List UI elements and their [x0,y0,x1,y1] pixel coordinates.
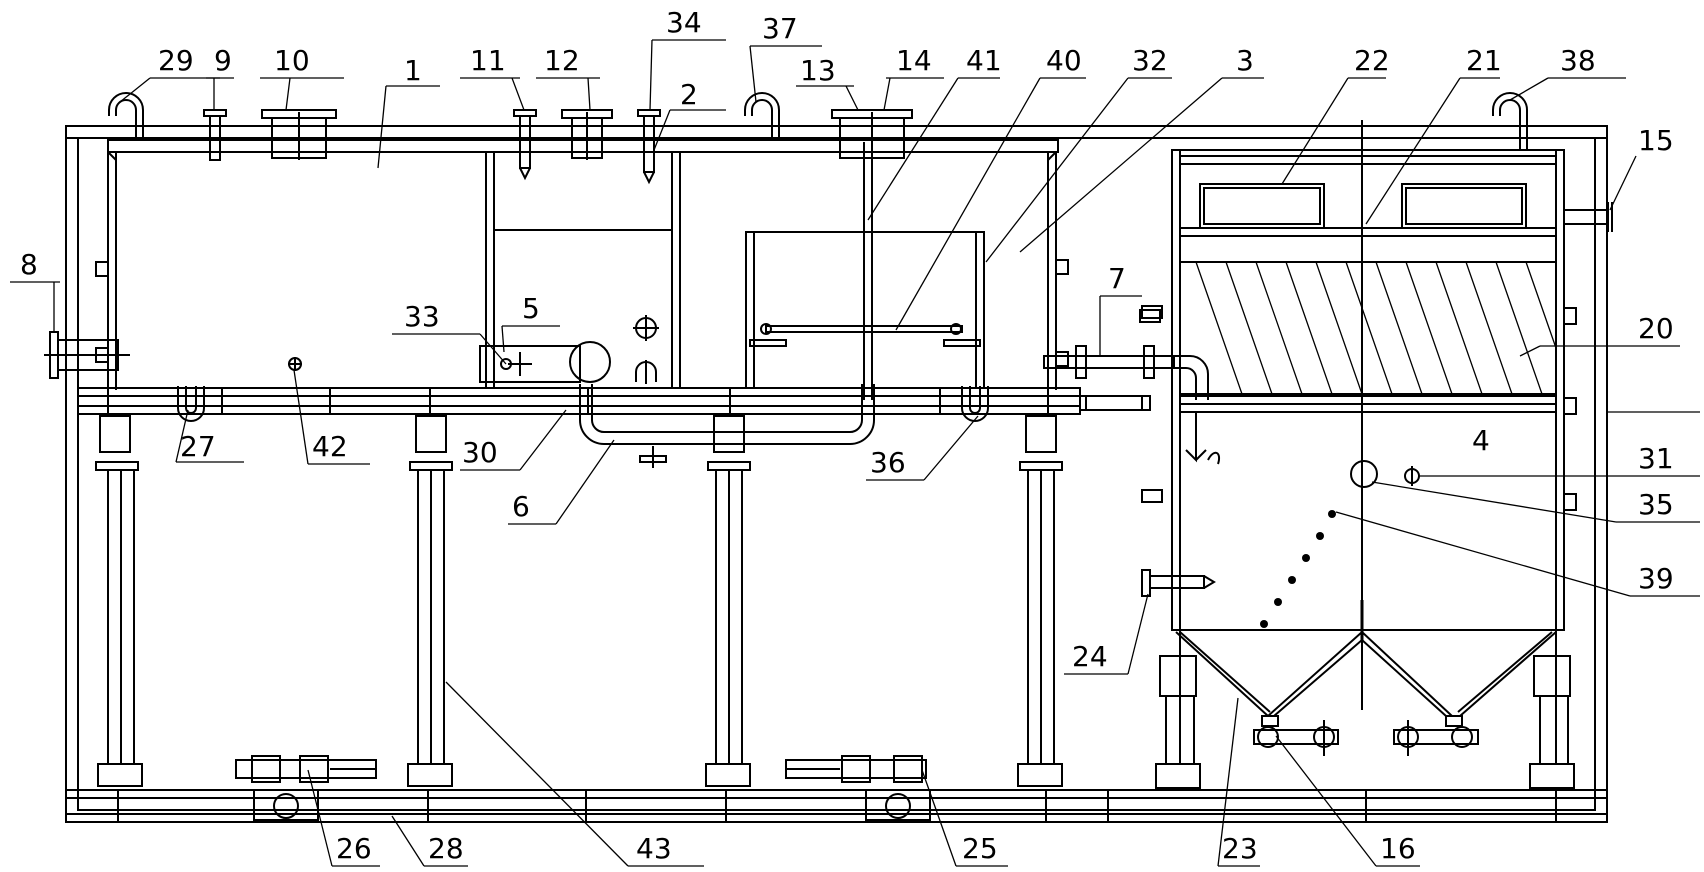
label-30: 30 [462,436,498,469]
label-23: 23 [1222,832,1258,865]
label-34: 34 [666,6,702,39]
label-16: 16 [1380,832,1416,865]
pump-26 [235,755,377,821]
label-33: 33 [404,300,440,333]
outer-frame [65,125,1608,823]
label-12: 12 [544,44,580,77]
label-11: 11 [470,44,506,77]
left-nozzle-8 [44,331,130,379]
label-8: 8 [20,248,38,281]
chamber-walls [95,142,1069,400]
chamber-internals [288,315,659,384]
left-supports [95,415,1063,787]
label-21: 21 [1466,44,1502,77]
label-35: 35 [1638,488,1674,521]
label-39: 39 [1638,562,1674,595]
label-37: 37 [762,12,798,45]
label-13: 13 [800,54,836,87]
callout-labels: 29 9 10 1 11 12 34 37 2 13 14 41 40 32 3… [20,6,1674,865]
label-15: 15 [1638,124,1674,157]
label-7: 7 [1108,262,1126,295]
label-4: 4 [1472,424,1490,457]
label-2: 2 [680,78,698,111]
label-9: 9 [214,44,232,77]
label-27: 27 [180,430,216,463]
label-10: 10 [274,44,310,77]
label-42: 42 [312,430,348,463]
top-cover [107,139,1059,390]
label-38: 38 [1560,44,1596,77]
pump-25 [785,755,931,821]
label-26: 26 [336,832,372,865]
label-22: 22 [1354,44,1390,77]
label-28: 28 [428,832,464,865]
leader-lines [10,39,1700,867]
label-24: 24 [1072,640,1108,673]
label-40: 40 [1046,44,1082,77]
label-14: 14 [896,44,932,77]
right-unit [1139,120,1613,789]
label-31: 31 [1638,442,1674,475]
label-36: 36 [870,446,906,479]
label-25: 25 [962,832,998,865]
label-20: 20 [1638,312,1674,345]
top-nozzles [108,92,1528,185]
base-beam [65,789,1608,823]
mid-beam [77,345,1209,468]
label-32: 32 [1132,44,1168,77]
label-5: 5 [522,292,540,325]
label-43: 43 [636,832,672,865]
label-29: 29 [158,44,194,77]
label-41: 41 [966,44,1002,77]
label-6: 6 [512,490,530,523]
label-3: 3 [1236,44,1254,77]
label-1: 1 [404,54,422,87]
